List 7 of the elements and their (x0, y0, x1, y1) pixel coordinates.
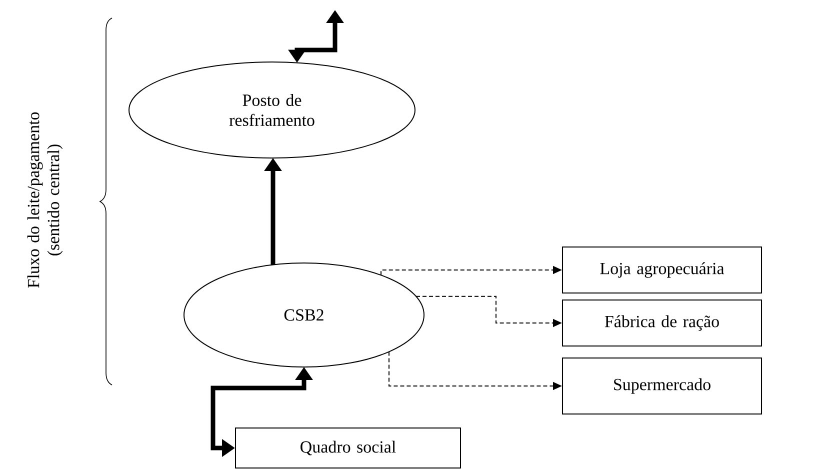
ellipse-node: CSB2 (184, 262, 424, 368)
process-box: Quadro social (235, 428, 461, 468)
process-box: Fábrica de ração (562, 300, 762, 346)
ellipse-node: Posto de resfriamento (128, 62, 416, 158)
process-box: Supermercado (562, 358, 762, 414)
process-box: Loja agropecuária (562, 246, 762, 294)
axis-label: Fluxo do leite/pagamento (sentido central) (27, 112, 63, 288)
